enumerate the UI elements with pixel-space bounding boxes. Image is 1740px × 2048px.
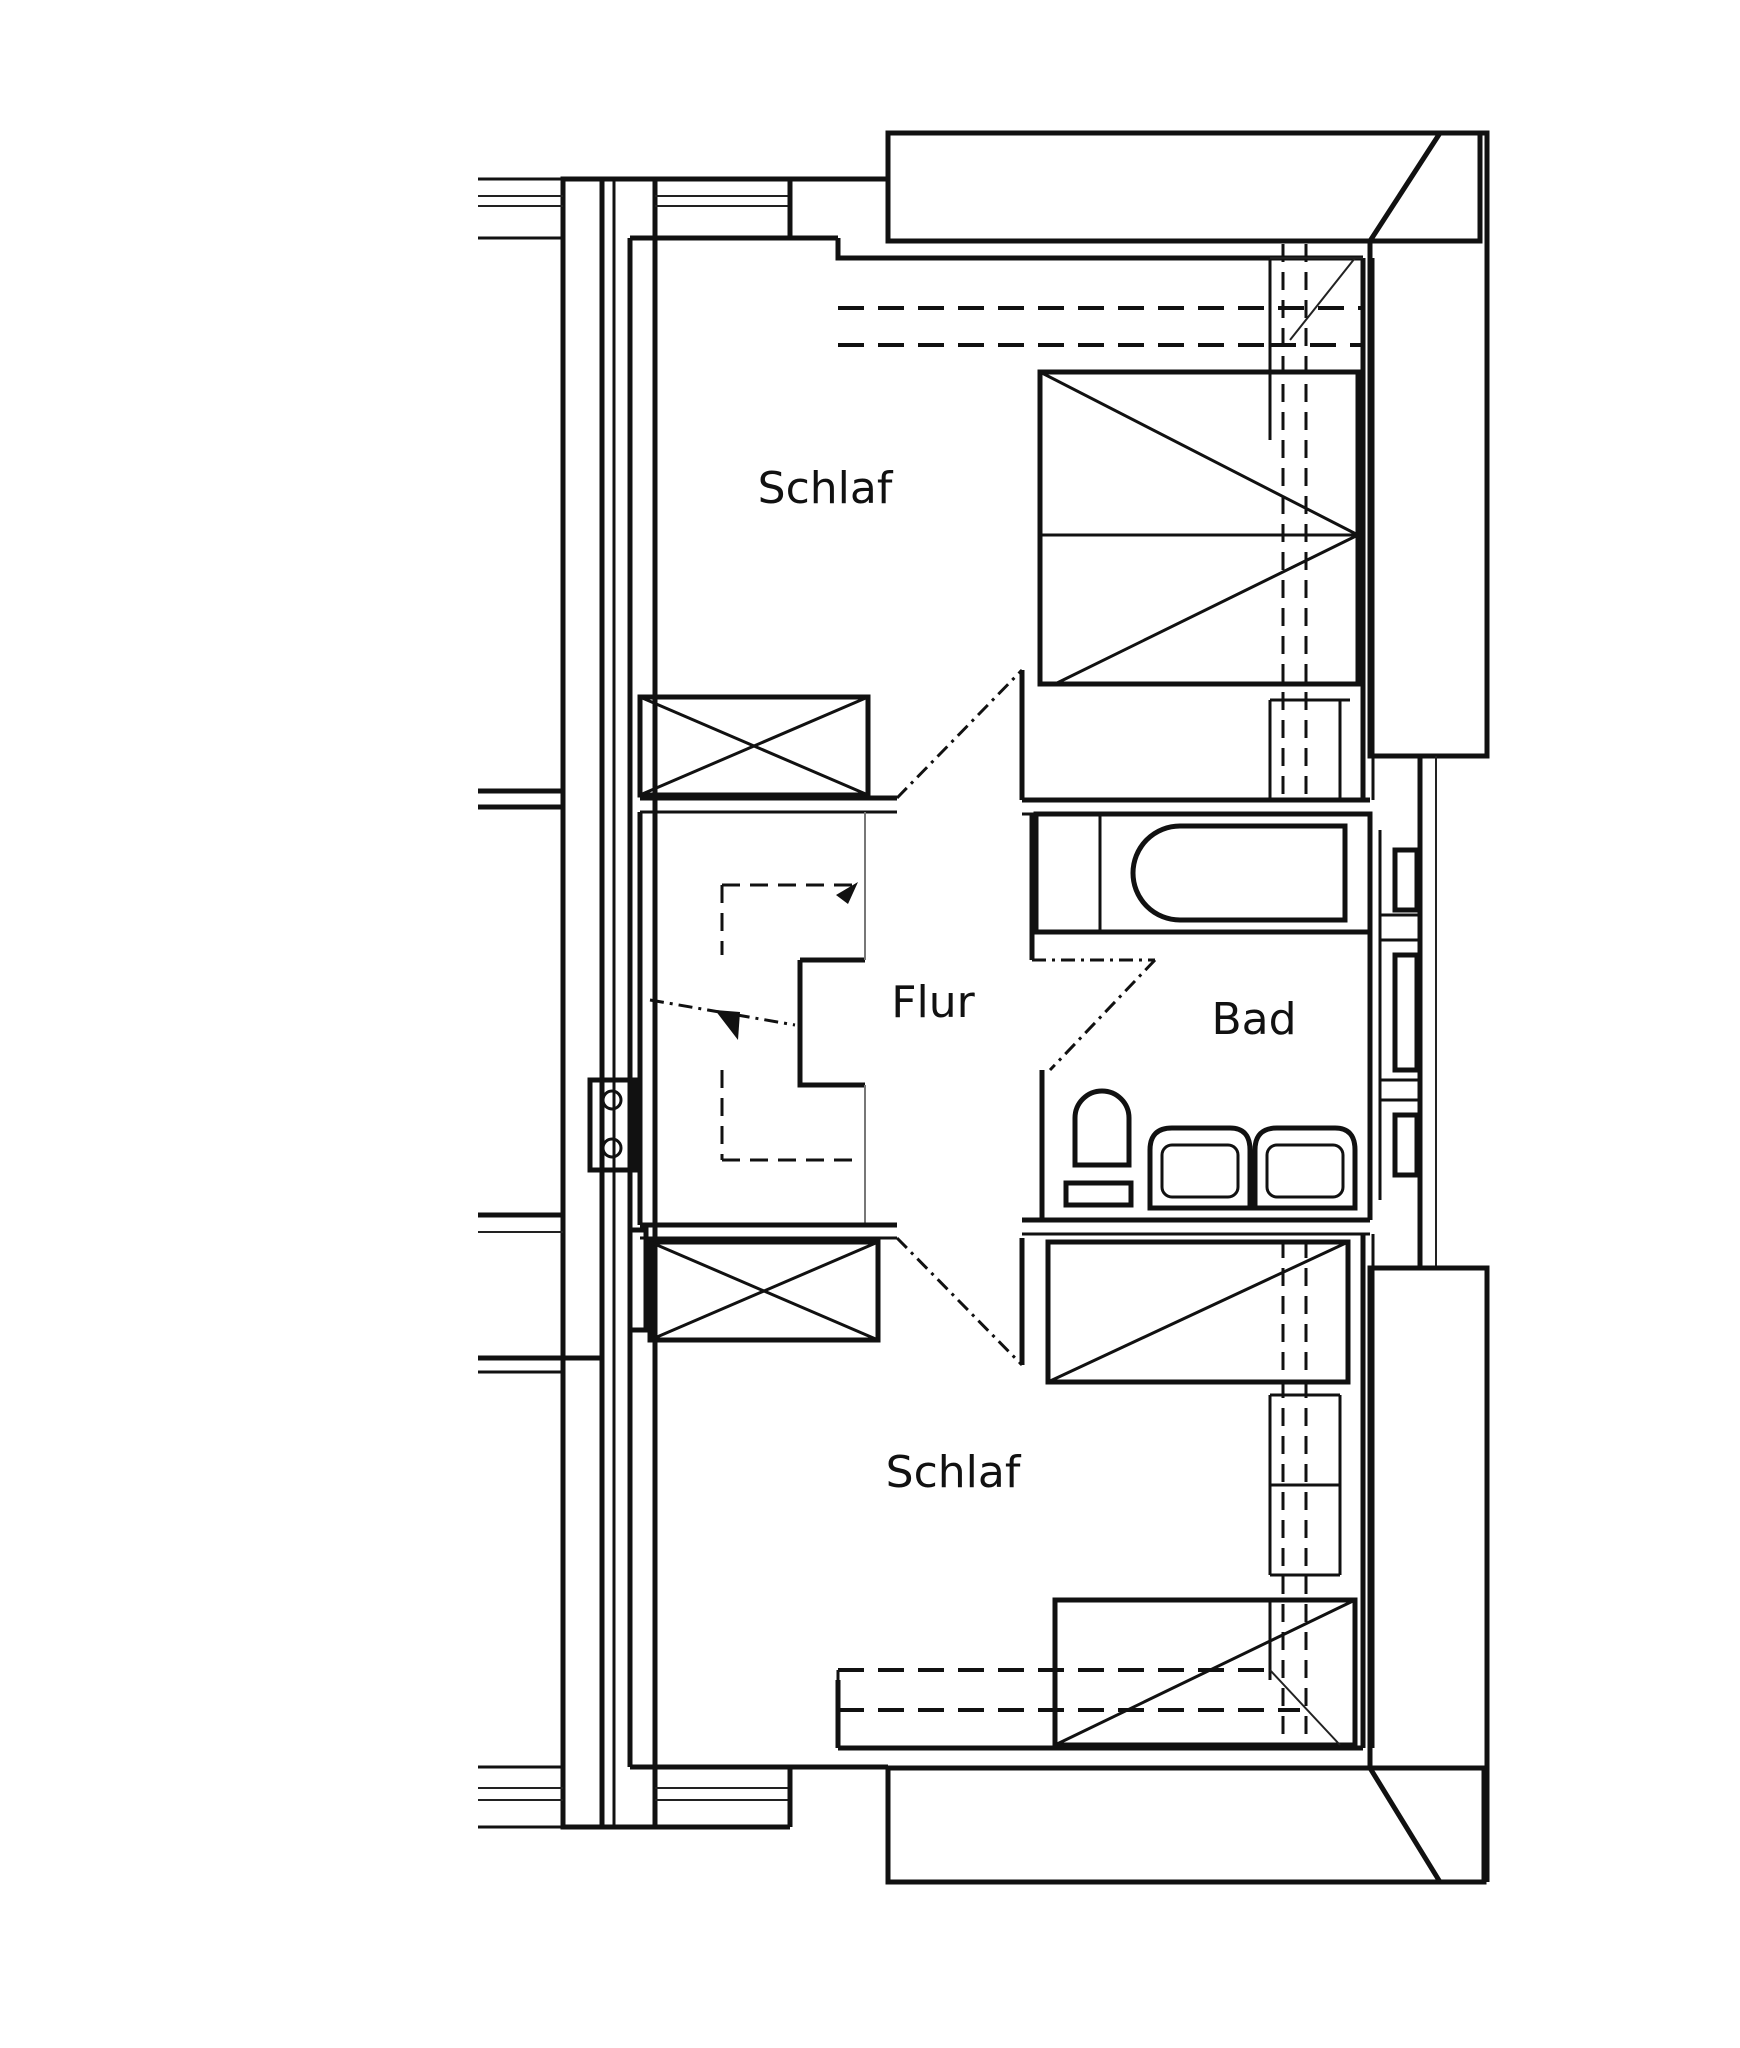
room-label-hallway: Flur xyxy=(891,977,975,1028)
left-exterior-wall xyxy=(560,176,658,1830)
top-right-roof-projection xyxy=(885,130,1490,1270)
top-bedroom-roof-slope-lines xyxy=(838,244,1363,800)
hallway-walls xyxy=(637,812,866,1225)
door-top-bedroom xyxy=(640,668,1025,814)
room-label-bedroom-top: Schlaf xyxy=(758,463,894,514)
door-bottom-bedroom xyxy=(640,1222,1025,1367)
bathtub xyxy=(1033,811,1373,935)
bed-bottom xyxy=(1052,1597,1358,1748)
bottom-wall xyxy=(630,1680,1363,1830)
room-label-bathroom: Bad xyxy=(1211,994,1296,1045)
left-wall-stubs xyxy=(478,177,600,1829)
wardrobe-bottom xyxy=(647,1239,881,1343)
toilet xyxy=(1063,1088,1134,1208)
bottom-right-roof-projection xyxy=(885,1234,1490,1885)
double-washbasin xyxy=(1147,1125,1358,1211)
bottom-bedroom-roof-slope-lines xyxy=(836,1668,1341,1748)
wardrobe-top xyxy=(637,694,871,798)
double-bed-top xyxy=(1037,369,1361,687)
chimney-shaft xyxy=(587,1077,649,1333)
room-label-bedroom-bottom: Schlaf xyxy=(886,1447,1022,1498)
